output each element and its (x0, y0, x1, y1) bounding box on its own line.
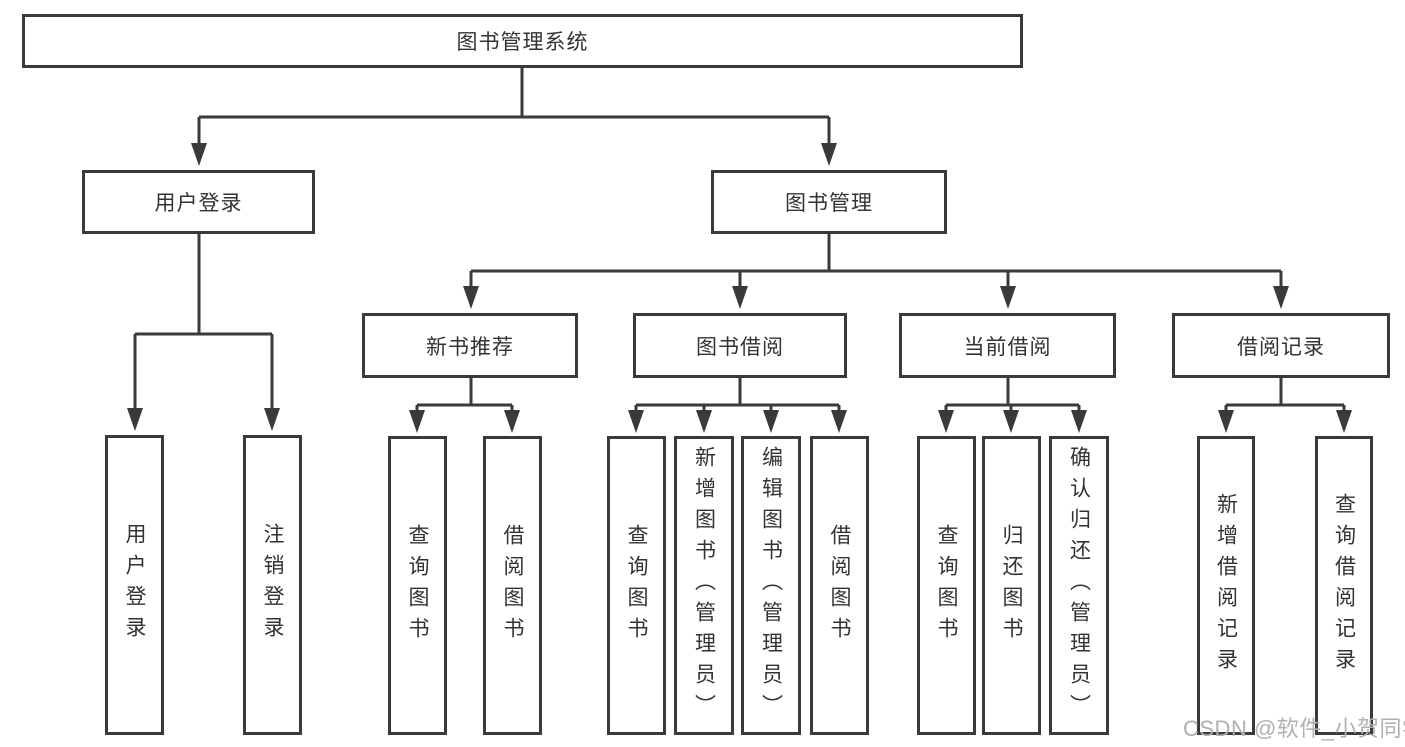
watermark: CSDN @软件_小贺同学 (1183, 716, 1405, 741)
leaf-current-query-books: 查询图书 (917, 436, 976, 735)
leaf-records-query-borrow-record: 查询借阅记录 (1315, 436, 1373, 735)
leaf-borrow-borrow-books: 借阅图书 (810, 436, 869, 735)
leaf-user-login: 用户登录 (105, 435, 164, 735)
connector-book-management (469, 234, 1283, 287)
node-borrow-records: 借阅记录 (1172, 313, 1390, 378)
leaf-recommend-query-books: 查询图书 (388, 436, 447, 735)
node-library-management-system: 图书管理系统 (22, 14, 1023, 68)
node-book-borrow: 图书借阅 (633, 313, 847, 378)
node-book-management: 图书管理 (711, 170, 947, 234)
leaf-recommend-borrow-books: 借阅图书 (483, 436, 542, 735)
connector-book-borrow (634, 378, 841, 411)
connector-user-login (133, 234, 274, 410)
connector-root (197, 68, 831, 145)
node-current-borrow: 当前借阅 (899, 313, 1116, 378)
connector-current-borrow (944, 378, 1081, 411)
connector-borrow-records (1224, 378, 1346, 411)
leaf-records-add-borrow-record: 新增借阅记录 (1197, 436, 1255, 735)
leaf-borrow-edit-books-admin: 编辑图书（管理员） (741, 436, 801, 735)
node-new-book-recommend: 新书推荐 (362, 313, 578, 378)
leaf-current-return-books: 归还图书 (982, 436, 1041, 735)
leaf-borrow-add-books-admin: 新增图书（管理员） (674, 436, 734, 735)
leaf-borrow-query-books: 查询图书 (607, 436, 666, 735)
node-user-login: 用户登录 (82, 170, 315, 234)
connector-new-book-recommend (415, 378, 514, 411)
arrowheads (127, 143, 1352, 433)
leaf-logout-login: 注销登录 (243, 435, 302, 735)
leaf-current-confirm-return-admin: 确认归还（管理员） (1049, 436, 1109, 735)
